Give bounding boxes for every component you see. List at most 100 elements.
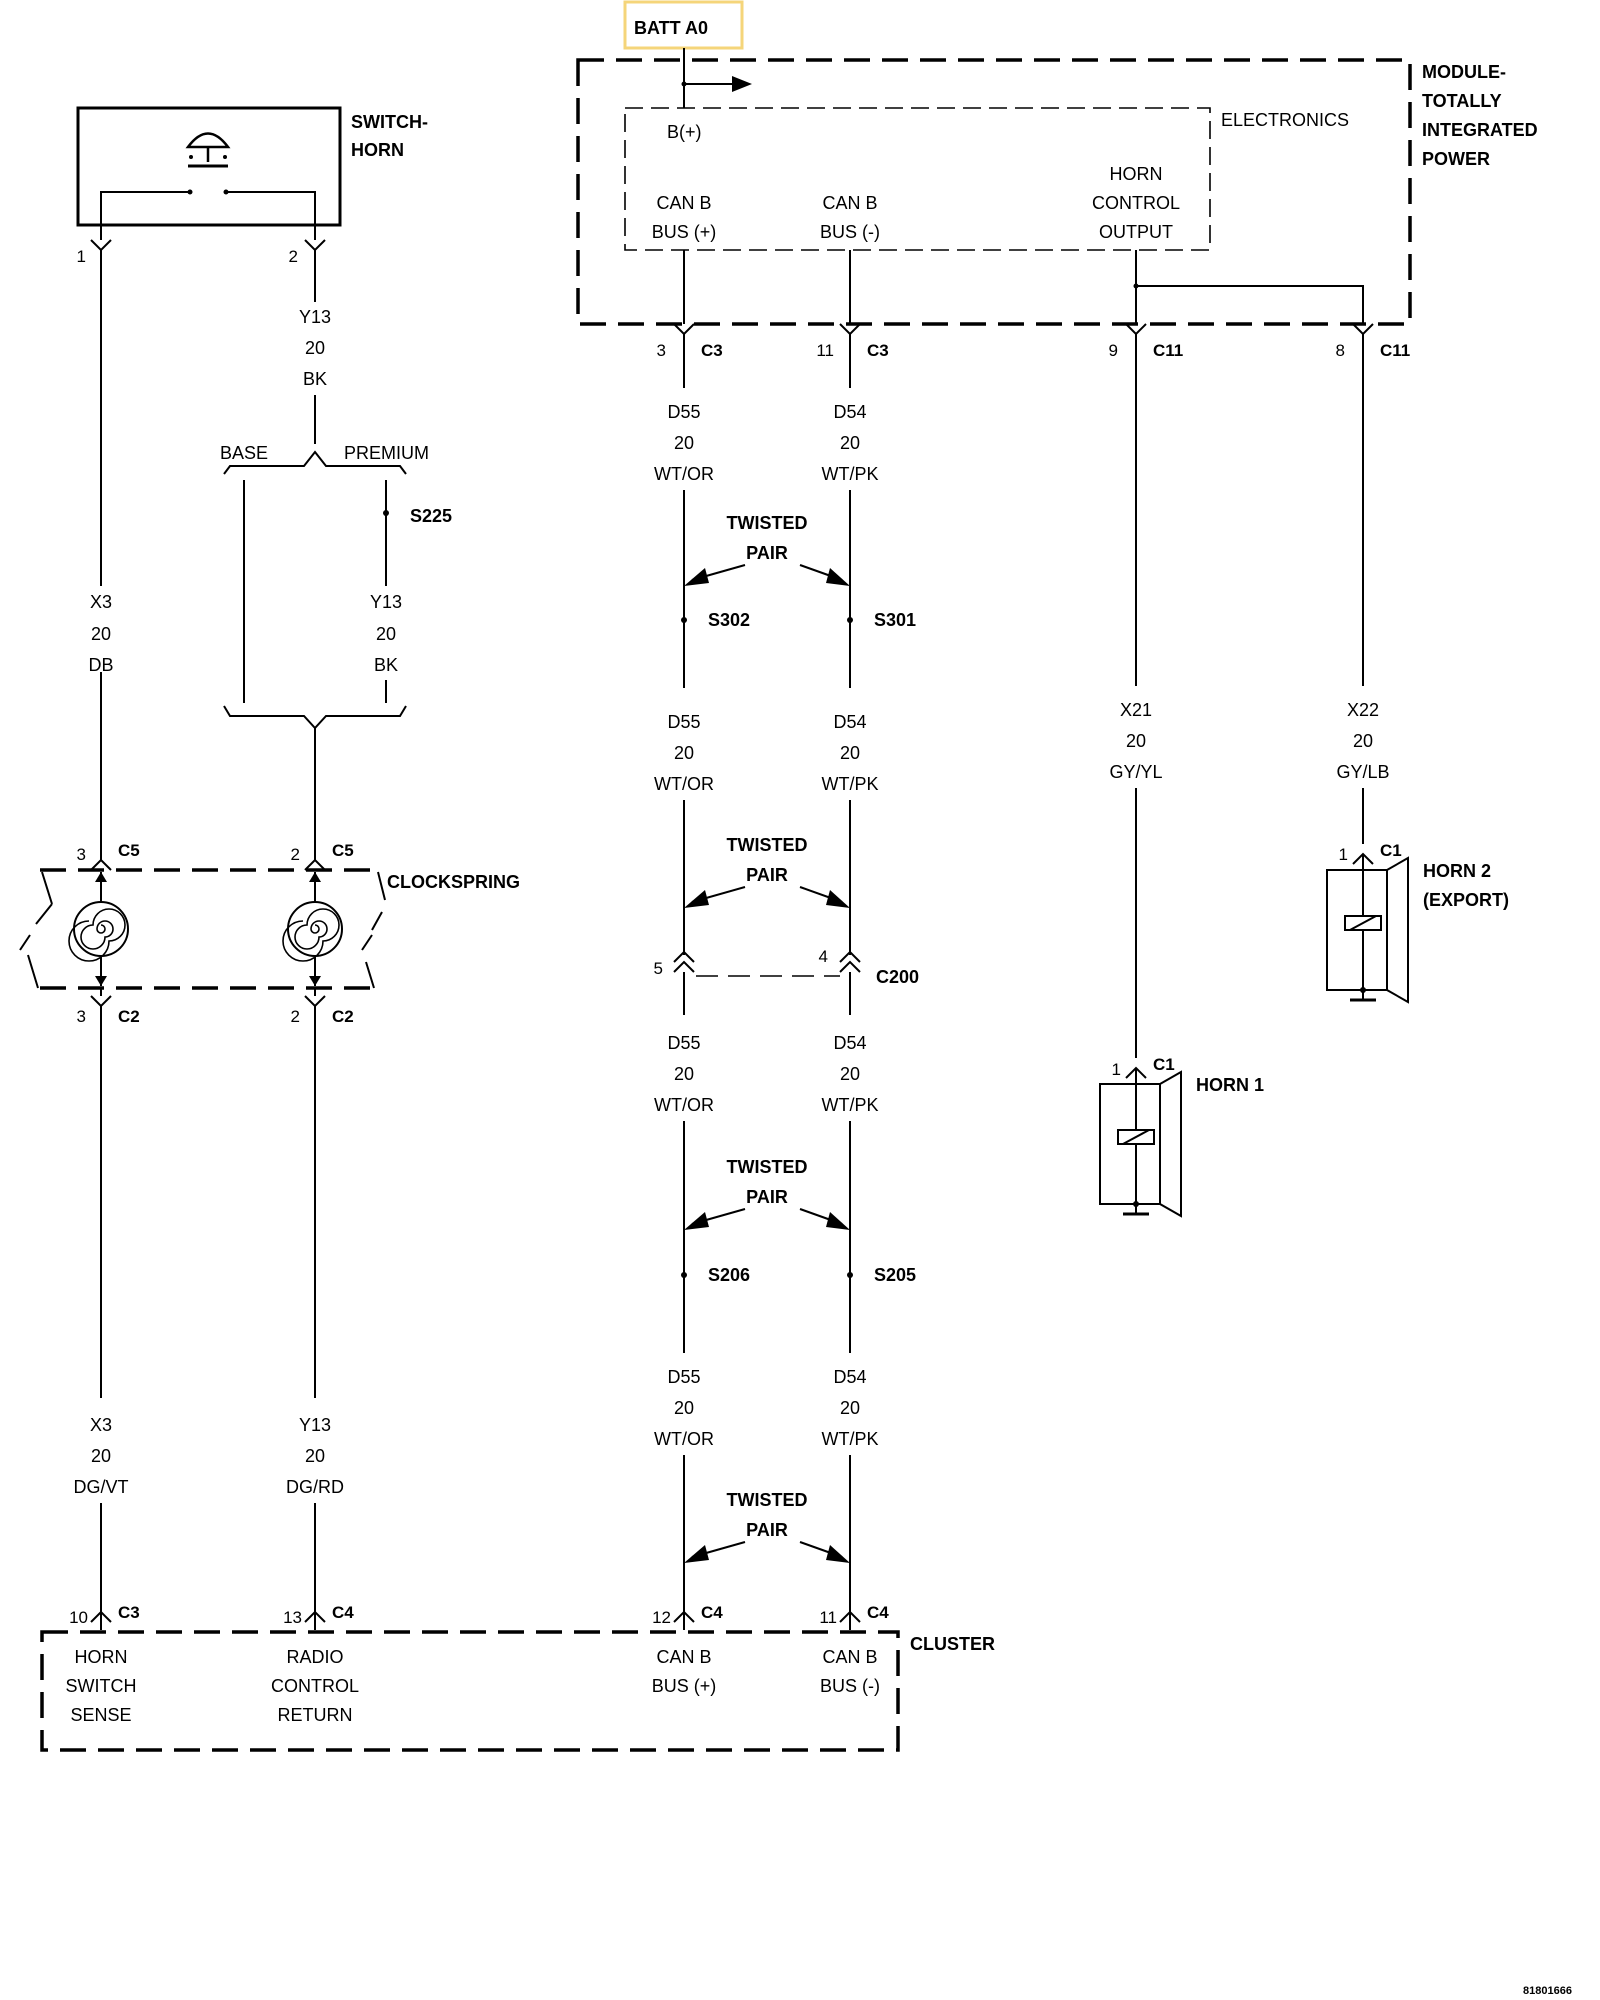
cluster-pin-radio: 13	[283, 1608, 302, 1627]
cluster-canb-plus-1: CAN B	[656, 1647, 711, 1667]
d55-seg3-circuit: D55	[667, 1033, 700, 1053]
option-brace-bottom	[223, 705, 407, 730]
d54-seg4-color: WT/PK	[822, 1429, 879, 1449]
twisted-pair-3-arrow-right	[826, 1212, 850, 1230]
left-wiring: X3 20 DB Y13 20 BK BASE PREMIUM S225 Y13…	[88, 256, 452, 840]
x3-top-color: DB	[88, 655, 113, 675]
clockspring-tl-pin: 3	[77, 845, 86, 864]
c11-b-conn: C11	[1380, 341, 1410, 360]
switch-pin2: 2	[289, 247, 298, 266]
lower-left-wiring: X3 20 DG/VT Y13 20 DG/RD	[73, 1012, 344, 1612]
d55-seg3-gauge: 20	[674, 1064, 694, 1084]
clockspring-coil-right-icon	[282, 901, 343, 962]
twisted-pair-3-line1: TWISTED	[727, 1157, 808, 1177]
horn-1: 1 C1 HORN 1	[1099, 1055, 1264, 1218]
batt-a0-label-box: BATT A0	[623, 0, 744, 50]
s301-dot	[847, 617, 853, 623]
c11-b-connector-icon	[1352, 323, 1374, 341]
c200-left-pin: 5	[654, 959, 663, 978]
cluster-pin-canm: 11	[819, 1608, 837, 1627]
tipm-title-3: INTEGRATED	[1422, 120, 1538, 140]
switch-contact-right	[226, 191, 316, 225]
tipm-bplus: B(+)	[667, 122, 702, 142]
switch-contact-dot-left	[187, 189, 193, 195]
clockspring-bl-conn: C2	[118, 1007, 140, 1026]
x21-gauge: 20	[1126, 731, 1146, 751]
cluster-conn-canp: C4	[701, 1603, 723, 1622]
s205-dot	[847, 1272, 853, 1278]
tipm-outline	[576, 58, 1412, 326]
x22-color: GY/LB	[1336, 762, 1389, 782]
clockspring-bl-pin: 3	[77, 1007, 86, 1026]
c11-a-connector-icon	[1125, 323, 1147, 341]
d55-seg4-gauge: 20	[674, 1398, 694, 1418]
x21-circuit: X21	[1120, 700, 1152, 720]
tipm-output-pins: 3 C3 11 C3 9 C11 8 C11	[657, 323, 1410, 360]
d55-seg3-color: WT/OR	[654, 1095, 714, 1115]
clockspring-out-right-connector-icon	[304, 995, 326, 1013]
x3-top-circuit: X3	[90, 592, 112, 612]
d54-seg2-circuit: D54	[833, 712, 866, 732]
horn1-title: HORN 1	[1196, 1075, 1264, 1095]
clockspring-tl-conn: C5	[118, 841, 140, 860]
s206-label: S206	[708, 1265, 750, 1285]
d55-seg2-circuit: D55	[667, 712, 700, 732]
twisted-pair-3: TWISTED PAIR	[684, 1157, 850, 1230]
horn1-symbol-icon	[1099, 1070, 1182, 1218]
c3-minus-pin: 11	[816, 341, 834, 360]
cluster-radio-control-3: RETURN	[278, 1705, 353, 1725]
cluster-outline	[40, 1630, 900, 1752]
electronics-outline	[624, 107, 1211, 251]
figure-number: 81801666	[1523, 1985, 1572, 1997]
option-brace-top	[223, 450, 407, 475]
y13-top-gauge: 20	[305, 338, 325, 358]
clockspring-left-arrow-down	[95, 976, 107, 986]
clockspring-out-left-connector-icon	[90, 995, 112, 1013]
twisted-pair-3-arrow-left	[684, 1212, 709, 1230]
horn2-title-1: HORN 2	[1423, 861, 1491, 881]
d55-seg2-gauge: 20	[674, 743, 694, 763]
y13-mid-gauge: 20	[376, 624, 396, 644]
y13-bot-color: DG/RD	[286, 1477, 344, 1497]
horn1-pin: 1	[1112, 1060, 1121, 1079]
clockspring-br-conn: C2	[332, 1007, 354, 1026]
twisted-pair-1-line1: TWISTED	[727, 513, 808, 533]
switch-horn: SWITCH- HORN 1 2	[76, 106, 428, 266]
clockspring-tr-pin: 2	[291, 845, 300, 864]
d55-seg2-color: WT/OR	[654, 774, 714, 794]
c200-right-pin: 4	[819, 947, 828, 966]
y13-bot-gauge: 20	[305, 1446, 325, 1466]
switch-horn-title-1: SWITCH-	[351, 112, 428, 132]
tipm-horn-ctrl-2: CONTROL	[1092, 193, 1180, 213]
twisted-pair-1: TWISTED PAIR	[684, 513, 850, 586]
cluster-horn-switch-1: HORN	[75, 1647, 128, 1667]
clockspring-right-arrow-down	[309, 976, 321, 986]
switch-pin1: 1	[77, 247, 86, 266]
twisted-pair-4-arrow-left	[684, 1545, 709, 1563]
cluster-horn-switch-2: SWITCH	[66, 1676, 137, 1696]
c11-a-conn: C11	[1153, 341, 1183, 360]
horn2-conn: C1	[1380, 841, 1402, 860]
c11-b-pin: 8	[1336, 341, 1345, 360]
d55-seg1-circuit: D55	[667, 402, 700, 422]
tipm-title-4: POWER	[1422, 149, 1490, 169]
cluster-pin-horn: 10	[69, 1608, 88, 1627]
c200-right-connector-icon	[839, 950, 861, 973]
d55-seg1-gauge: 20	[674, 433, 694, 453]
tipm-canb-plus-2: BUS (+)	[652, 222, 717, 242]
d54-seg3-gauge: 20	[840, 1064, 860, 1084]
clockspring-tr-conn: C5	[332, 841, 354, 860]
horn2-pin: 1	[1339, 845, 1348, 864]
cluster-conn-radio: C4	[332, 1603, 354, 1622]
batt-arrow-icon	[732, 76, 752, 92]
tipm-horn-ctrl-3: OUTPUT	[1099, 222, 1173, 242]
x3-bot-color: DG/VT	[73, 1477, 128, 1497]
tipm-horn-branch-wire	[1136, 285, 1364, 324]
d55-seg1-color: WT/OR	[654, 464, 714, 484]
twisted-pair-1-arrow-left	[684, 568, 709, 586]
twisted-pair-2-line2: PAIR	[746, 865, 788, 885]
c200-label: C200	[876, 967, 919, 987]
twisted-pair-4: TWISTED PAIR	[684, 1490, 850, 1563]
c3-plus-pin: 3	[657, 341, 666, 360]
tipm-title-1: MODULE-	[1422, 62, 1506, 82]
